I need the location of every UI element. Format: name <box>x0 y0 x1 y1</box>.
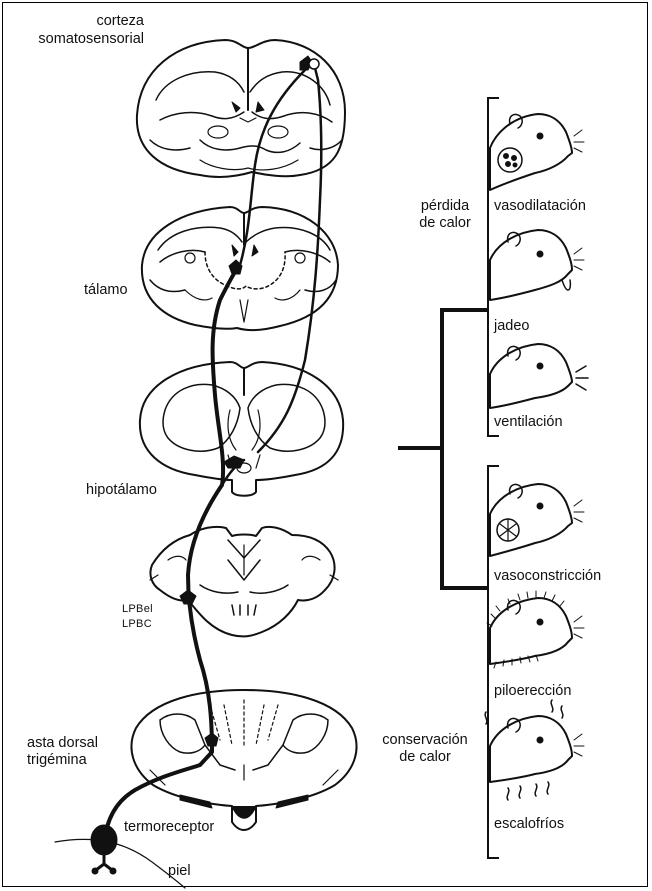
thalamus-label: tálamo <box>84 282 128 299</box>
ascending-pathway-main <box>104 272 235 852</box>
rat-vasodilation-icon <box>490 114 584 190</box>
dorsal-horn-label-line2: trigémina <box>27 752 87 769</box>
dorsal-horn-label-line1: asta dorsal <box>27 735 98 752</box>
lpb-neuron <box>180 590 196 604</box>
heat-conservation-label-line2: de calor <box>368 749 482 766</box>
lpbc-label: LPBC <box>122 616 152 633</box>
heat-loss-label-line2: de calor <box>405 215 485 232</box>
cortex-label-line2: somatosensorial <box>38 31 144 48</box>
response-vasoconstriction: vasoconstricción <box>494 568 601 585</box>
rat-panting-icon <box>490 230 584 300</box>
response-ventilation: ventilación <box>494 414 563 431</box>
response-vasodilation: vasodilatación <box>494 198 586 215</box>
response-shivering: escalofríos <box>494 816 564 833</box>
brainstem-slice <box>150 527 338 637</box>
rat-ventilation-icon <box>490 344 588 408</box>
thermoreceptor-icon <box>91 825 117 874</box>
hypothalamus-neuron <box>224 456 244 468</box>
thalamocortical-pathway <box>240 70 305 265</box>
cortex-label-line1: corteza <box>96 13 144 30</box>
spinal-cord-slice <box>131 690 356 830</box>
cortex-terminal <box>309 59 319 69</box>
heat-loss-label-line1: pérdida <box>405 198 485 215</box>
skin-surface <box>55 839 185 888</box>
skin-label: piel <box>168 863 191 880</box>
rat-piloerection-icon <box>487 591 584 668</box>
hypothalamus-brain-slice <box>140 362 343 496</box>
response-piloerection: piloerección <box>494 683 571 700</box>
response-panting: jadeo <box>494 318 529 335</box>
rat-shivering-icon <box>485 700 584 800</box>
dorsal-horn-neuron <box>205 733 218 746</box>
rat-vasoconstriction-icon <box>490 484 584 556</box>
thermoreceptor-label: termoreceptor <box>124 819 214 836</box>
heat-conservation-label-line1: conservación <box>368 732 482 749</box>
hypothalamus-label: hipotálamo <box>86 482 157 499</box>
